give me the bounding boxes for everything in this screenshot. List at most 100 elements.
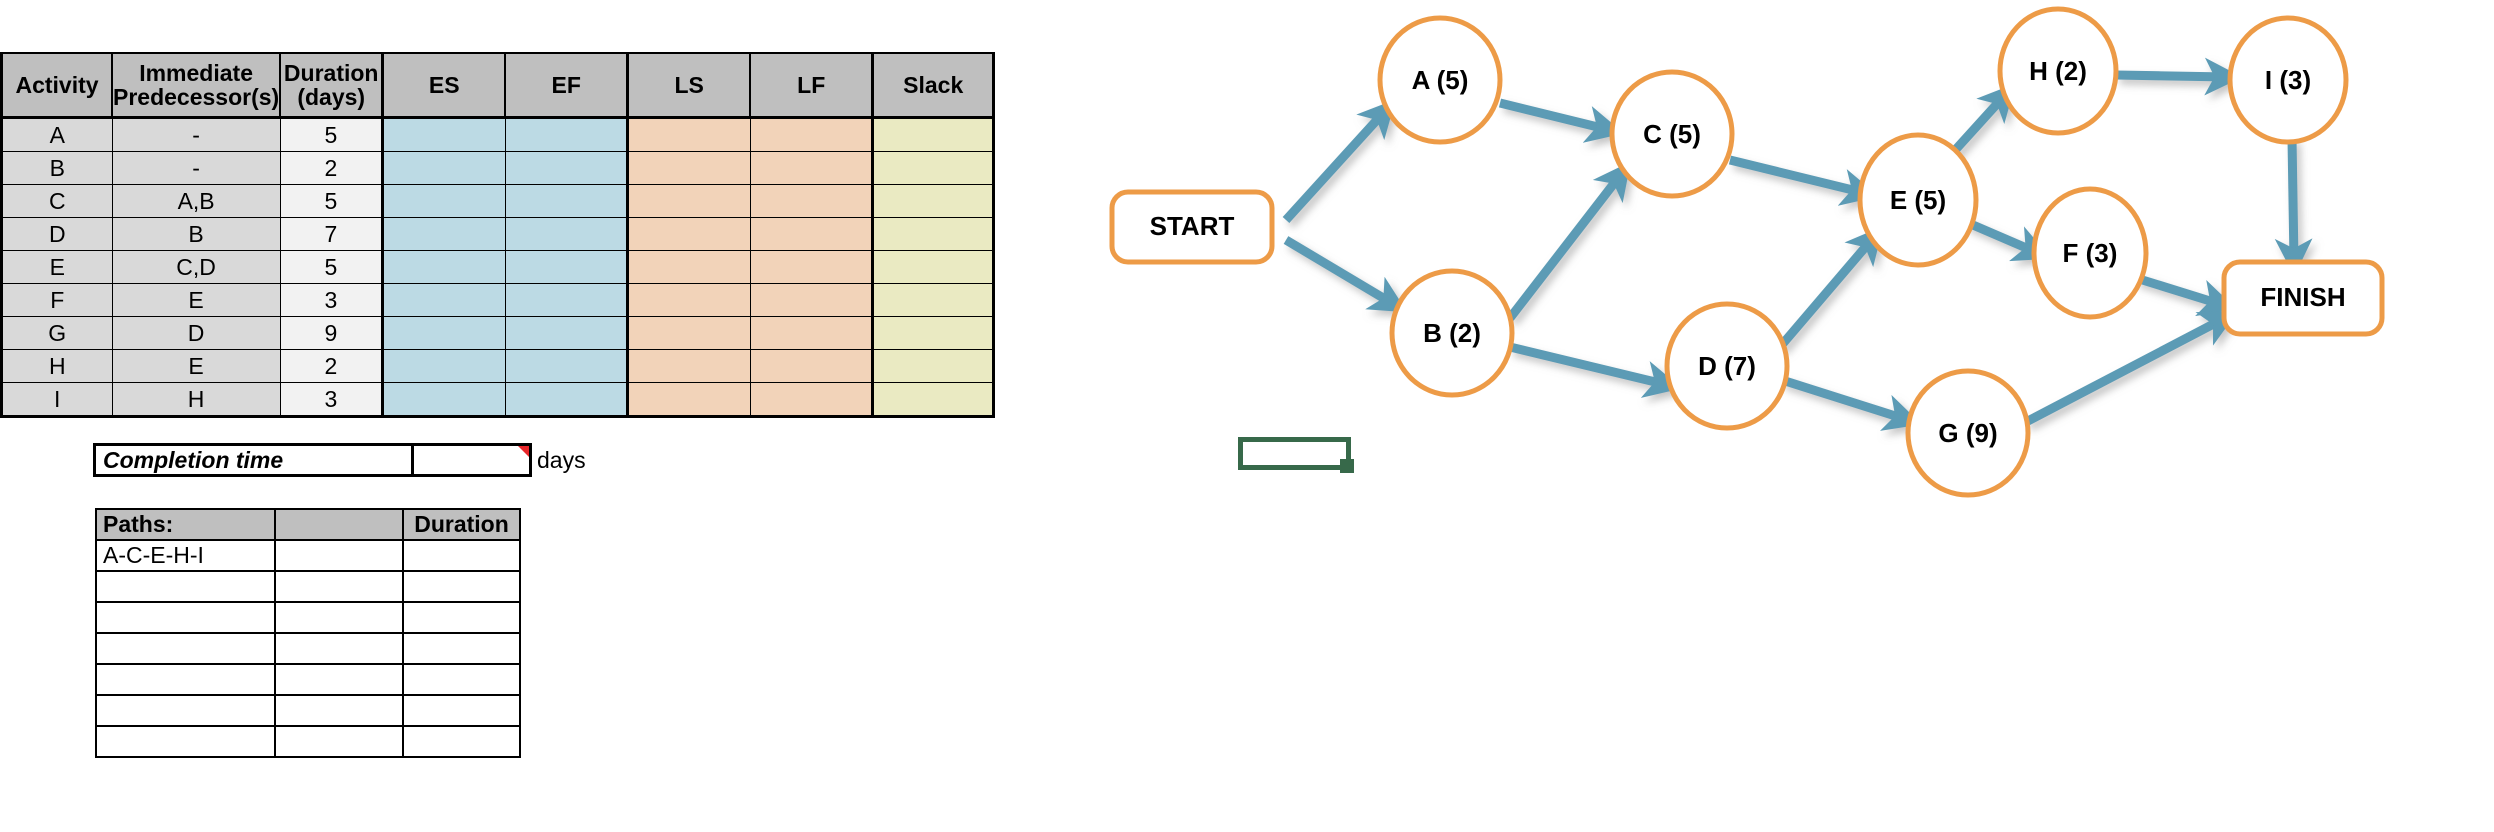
cell-duration[interactable]: 2 [279,151,385,185]
cell-ef[interactable] [504,283,630,317]
cell-ef[interactable] [504,382,630,418]
cell-path[interactable] [95,694,276,727]
node-c[interactable]: C (5) [1609,69,1735,199]
cell-activity[interactable]: F [0,283,113,317]
cell-path[interactable] [95,725,276,758]
cell-slack[interactable] [872,184,996,218]
cell-ls[interactable] [626,283,751,317]
cell-slack[interactable] [872,250,996,284]
cell-lf[interactable] [749,283,875,317]
cell-path-duration[interactable] [402,725,521,758]
comment-marker-icon[interactable] [518,446,529,457]
cell-es[interactable] [381,184,506,218]
cell-es[interactable] [381,250,506,284]
cell-path[interactable] [95,570,276,603]
cell-predecessors[interactable]: - [111,117,281,152]
cell-ls[interactable] [626,151,751,185]
cell-ef[interactable] [504,184,630,218]
node-finish[interactable]: FINISH [2221,259,2385,337]
cell-ef[interactable] [504,349,630,383]
cell-es[interactable] [381,151,506,185]
node-f[interactable]: F (3) [2031,186,2149,320]
cell-ef[interactable] [504,151,630,185]
cell-lf[interactable] [749,316,875,350]
cell-slack[interactable] [872,349,996,383]
cell-es[interactable] [381,117,506,152]
cell-duration[interactable]: 9 [279,316,385,350]
cell-activity[interactable]: I [0,382,113,418]
cell-es[interactable] [381,382,506,418]
cell-es[interactable] [381,217,506,251]
cell-path-duration[interactable] [402,632,521,665]
cell-ef[interactable] [504,250,630,284]
cell-activity[interactable]: A [0,117,113,152]
node-b[interactable]: B (2) [1389,268,1515,398]
cell-activity[interactable]: B [0,151,113,185]
cell-path-mid[interactable] [274,570,404,603]
cell-lf[interactable] [749,151,875,185]
cell-ef[interactable] [504,217,630,251]
node-i[interactable]: I (3) [2227,15,2349,145]
cell-ls[interactable] [626,184,751,218]
node-g[interactable]: G (9) [1905,368,2031,498]
cell-lf[interactable] [749,184,875,218]
cell-ls[interactable] [626,316,751,350]
cell-duration[interactable]: 3 [279,382,385,418]
cell-lf[interactable] [749,117,875,152]
node-d[interactable]: D (7) [1664,301,1790,431]
cell-ls[interactable] [626,117,751,152]
cell-lf[interactable] [749,217,875,251]
cpm-schedule-table[interactable]: Activity Immediate Predecessor(s) Durati… [0,52,996,418]
cell-activity[interactable]: C [0,184,113,218]
cell-predecessors[interactable]: B [111,217,281,251]
cell-predecessors[interactable]: E [111,283,281,317]
node-start[interactable]: START [1109,189,1275,265]
cell-path-duration[interactable] [402,601,521,634]
cell-duration[interactable]: 7 [279,217,385,251]
cell-path-duration[interactable] [402,539,521,572]
cell-es[interactable] [381,316,506,350]
cell-es[interactable] [381,349,506,383]
node-h[interactable]: H (2) [1997,6,2119,136]
cell-path-duration[interactable] [402,570,521,603]
cell-path[interactable] [95,663,276,696]
cell-duration[interactable]: 2 [279,349,385,383]
fill-handle[interactable] [1340,459,1354,473]
cell-lf[interactable] [749,250,875,284]
cell-path-duration[interactable] [402,663,521,696]
cell-path-mid[interactable] [274,632,404,665]
cell-duration[interactable]: 5 [279,250,385,284]
cell-ef[interactable] [504,117,630,152]
cell-path[interactable] [95,632,276,665]
cell-path-mid[interactable] [274,663,404,696]
cell-predecessors[interactable]: C,D [111,250,281,284]
cell-slack[interactable] [872,151,996,185]
cell-path[interactable]: A-C-E-H-I [95,539,276,572]
cell-slack[interactable] [872,382,996,418]
cell-slack[interactable] [872,117,996,152]
spreadsheet-cell-selection[interactable] [1238,437,1354,473]
cell-es[interactable] [381,283,506,317]
cell-activity[interactable]: H [0,349,113,383]
cell-duration[interactable]: 5 [279,117,385,152]
cell-predecessors[interactable]: H [111,382,281,418]
cell-lf[interactable] [749,382,875,418]
cell-path-mid[interactable] [274,539,404,572]
node-e[interactable]: E (5) [1857,132,1979,268]
node-a[interactable]: A (5) [1377,15,1503,145]
completion-time-input[interactable] [411,446,529,474]
cell-lf[interactable] [749,349,875,383]
cell-path-mid[interactable] [274,725,404,758]
cell-slack[interactable] [872,283,996,317]
cell-duration[interactable]: 3 [279,283,385,317]
cell-slack[interactable] [872,217,996,251]
cell-activity[interactable]: D [0,217,113,251]
cell-ef[interactable] [504,316,630,350]
cell-ls[interactable] [626,382,751,418]
cell-path-mid[interactable] [274,601,404,634]
cell-predecessors[interactable]: - [111,151,281,185]
cell-ls[interactable] [626,250,751,284]
cell-path[interactable] [95,601,276,634]
cell-predecessors[interactable]: A,B [111,184,281,218]
cell-ls[interactable] [626,349,751,383]
